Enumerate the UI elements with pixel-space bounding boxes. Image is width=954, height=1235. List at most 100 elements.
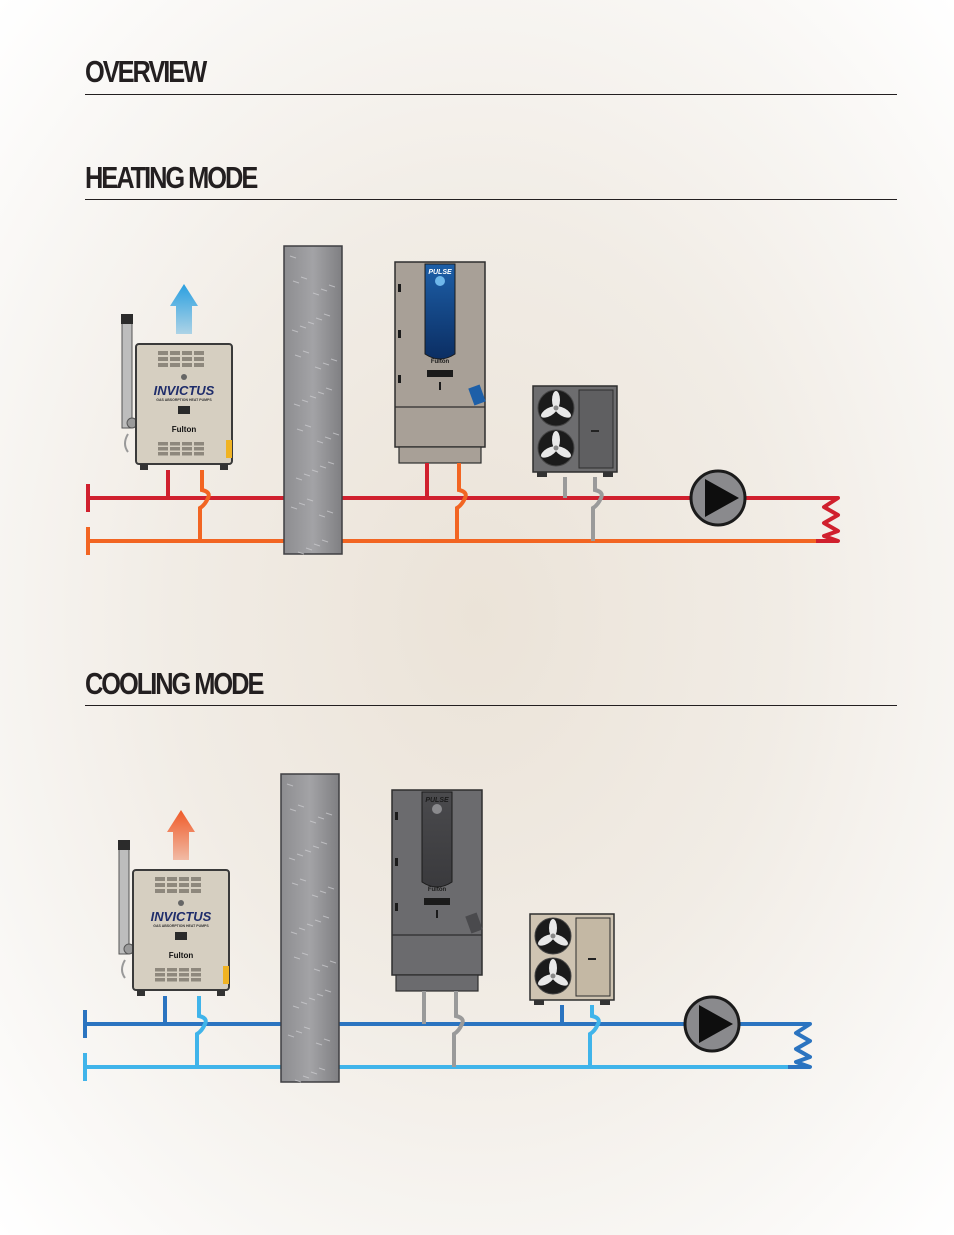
invictus-maker: Fulton <box>172 425 197 434</box>
pulse-maker: Fulton <box>431 359 450 365</box>
pulse-hinge <box>398 330 401 338</box>
condenser-service-panel <box>579 390 613 468</box>
condenser-return-tap <box>590 1005 599 1067</box>
pulse-base <box>399 447 481 463</box>
grille-slot <box>191 883 201 887</box>
flue-cap <box>121 314 133 324</box>
pulse-return-tap <box>457 463 466 541</box>
condenser-unit <box>533 386 617 477</box>
flue-drain <box>122 960 125 978</box>
grille-slot <box>158 357 168 361</box>
grille-slot <box>182 351 192 355</box>
condenser-unit <box>530 914 614 1005</box>
grille-slot <box>179 883 189 887</box>
condenser-foot <box>534 1000 544 1005</box>
condenser-foot <box>600 1000 610 1005</box>
grille-slot <box>158 452 168 456</box>
grille-slot <box>170 442 180 446</box>
circulator-pump-icon <box>685 997 739 1051</box>
grille-slot <box>191 978 201 982</box>
invictus-side-label <box>223 966 229 984</box>
flue-cap <box>118 840 130 850</box>
grille-slot <box>182 357 192 361</box>
pulse-latch <box>439 382 441 390</box>
grille-slot <box>182 442 192 446</box>
grille-slot <box>182 452 192 456</box>
grille-slot <box>167 877 177 881</box>
invictus-maker: Fulton <box>169 951 194 960</box>
pulse-hinge <box>395 903 398 911</box>
pulse-hinge <box>398 375 401 383</box>
invictus-cabinet <box>136 344 232 464</box>
invictus-return-tap <box>197 996 206 1067</box>
pulse-return-tap <box>454 991 463 1067</box>
invictus-logo: INVICTUS <box>154 383 215 398</box>
invictus-subtitle: GAS ABSORPTION HEAT PUMPS <box>153 924 209 928</box>
pulse-display <box>427 370 453 377</box>
pulse-hinge <box>398 284 401 292</box>
grille-slot <box>167 889 177 893</box>
condenser-return-tap <box>593 477 602 541</box>
grille-slot <box>182 363 192 367</box>
grille-slot <box>158 447 168 451</box>
heating-rule <box>85 199 897 200</box>
grille-slot <box>179 978 189 982</box>
condenser-service-panel <box>576 918 610 996</box>
grille-slot <box>155 883 165 887</box>
invictus-unit: INVICTUSGAS ABSORPTION HEAT PUMPS Fulton <box>121 284 232 470</box>
grille-slot <box>155 968 165 972</box>
condenser-foot <box>537 472 547 477</box>
pulse-hinge <box>395 858 398 866</box>
load-coil <box>816 498 838 541</box>
invictus-display <box>175 932 187 940</box>
condenser-handle <box>588 958 596 960</box>
grille-slot <box>155 978 165 982</box>
grille-slot <box>179 877 189 881</box>
invictus-subtitle: GAS ABSORPTION HEAT PUMPS <box>156 398 212 402</box>
grille-slot <box>194 357 204 361</box>
grille-slot <box>167 978 177 982</box>
cooling-mode-title: COOLING MODE <box>85 668 262 699</box>
pulse-logo: PULSE <box>428 269 452 276</box>
grille-slot <box>167 883 177 887</box>
grille-slot <box>191 973 201 977</box>
cooling-rule <box>85 705 897 706</box>
pulse-unit: PULSEFulton <box>392 790 483 991</box>
pulse-emblem <box>435 276 445 286</box>
grille-slot <box>170 452 180 456</box>
grille-slot <box>179 968 189 972</box>
heating-mode-title: HEATING MODE <box>85 162 256 193</box>
fan-hub <box>554 406 559 411</box>
grille-slot <box>194 363 204 367</box>
grille-slot <box>158 363 168 367</box>
grille-slot <box>194 442 204 446</box>
grille-slot <box>170 351 180 355</box>
pulse-maker: Fulton <box>428 887 447 893</box>
grille-slot <box>155 877 165 881</box>
circulator-pump-icon <box>691 471 745 525</box>
grille-slot <box>158 351 168 355</box>
flue-pipe <box>122 316 132 428</box>
grille-slot <box>170 363 180 367</box>
fan-hub <box>551 934 556 939</box>
pulse-hinge <box>395 812 398 820</box>
invictus-knob <box>178 900 184 906</box>
invictus-foot <box>140 464 148 470</box>
condenser-foot <box>603 472 613 477</box>
heat-rejected-arrow <box>167 810 195 860</box>
invictus-display <box>178 406 190 414</box>
grille-slot <box>170 447 180 451</box>
pulse-emblem <box>432 804 442 814</box>
flue-drain <box>125 434 128 452</box>
grille-slot <box>155 889 165 893</box>
grille-slot <box>167 973 177 977</box>
grille-slot <box>179 889 189 893</box>
grille-slot <box>158 442 168 446</box>
fan-hub <box>551 974 556 979</box>
invictus-cabinet <box>133 870 229 990</box>
invictus-side-label <box>226 440 232 458</box>
pulse-display <box>424 898 450 905</box>
